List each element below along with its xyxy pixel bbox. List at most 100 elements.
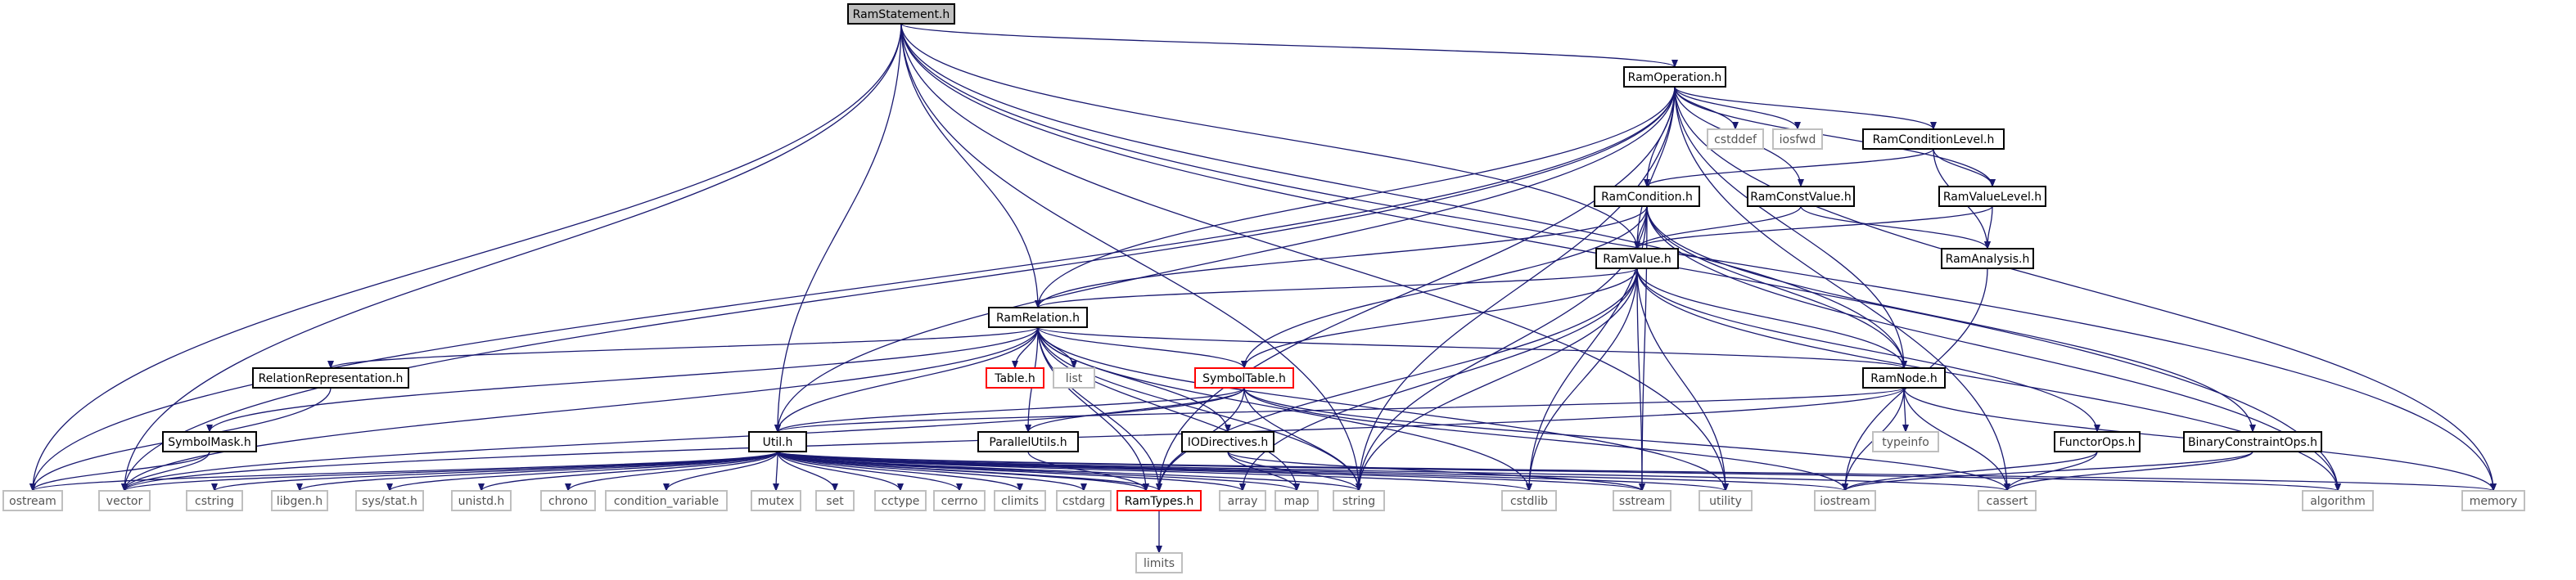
node-climits: climits: [994, 490, 1046, 511]
node-sstream: sstream: [1613, 490, 1671, 511]
node-box: [1053, 367, 1095, 389]
node-ramanalysis-h[interactable]: RamAnalysis.h: [1941, 248, 2034, 269]
node-label: cstring: [195, 495, 234, 508]
node-ramnode-h[interactable]: RamNode.h: [1862, 367, 1946, 389]
edge-RamValueLevel_h-to-RamAnalysis_h: [1984, 205, 1993, 250]
edge-SymbolTable_h-to-ParallelUtils_h: [1025, 387, 1245, 433]
node-label: RamCondition.h: [1601, 191, 1693, 204]
node-label: ParallelUtils.h: [989, 436, 1067, 449]
edge-Util_h-to-cstring: [211, 451, 778, 492]
edge-RamValue_h-to-RamRelation_h: [1035, 268, 1638, 308]
node-box: [2054, 431, 2141, 452]
edge-Util_h-to-cctype: [777, 451, 904, 492]
node-label: map: [1283, 495, 1309, 508]
node-relationrepresentation-h[interactable]: RelationRepresentation.h: [252, 367, 409, 389]
edge-Util_h-to-condition_variable: [663, 451, 778, 492]
node-label: typeinfo: [1882, 436, 1929, 449]
node-mutex: mutex: [751, 490, 801, 511]
node-label: iosfwd: [1780, 133, 1816, 146]
node-label: list: [1066, 372, 1083, 385]
node-box: [252, 367, 409, 389]
node-unistd-h: unistd.h: [451, 490, 512, 511]
edge-Util_h-to-sys_stat_h: [386, 451, 778, 492]
node-box: [2302, 490, 2374, 511]
edge-RamRelation_h-to-SymbolMask_h: [206, 326, 1039, 433]
node-array: array: [1219, 490, 1266, 511]
edge-RamOperation_h-to-ostream: [29, 86, 1676, 492]
edge-RamValue_h-to-array: [1239, 268, 1638, 492]
node-ramrelation-h[interactable]: RamRelation.h: [988, 307, 1088, 328]
node-box: [451, 490, 512, 511]
node-label: limits: [1144, 557, 1175, 570]
node-box: [2183, 431, 2322, 452]
node-binaryconstraintops-h[interactable]: BinaryConstraintOps.h: [2183, 431, 2322, 452]
node-box: [1941, 248, 2034, 269]
node-label: algorithm: [2310, 495, 2366, 508]
node-util-h[interactable]: Util.h: [748, 431, 807, 452]
node-ramstatement-h[interactable]: RamStatement.h: [847, 3, 955, 25]
node-cctype: cctype: [874, 490, 927, 511]
node-label: RamValueLevel.h: [1943, 191, 2041, 204]
node-label: SymbolTable.h: [1202, 372, 1286, 385]
node-label: RamConstValue.h: [1750, 191, 1851, 204]
node-functorops-h[interactable]: FunctorOps.h: [2054, 431, 2141, 452]
node-box: [1938, 186, 2046, 207]
node-box: [847, 3, 955, 25]
node-box: [605, 490, 728, 511]
node-box: [1772, 128, 1823, 150]
node-sys-stat-h: sys/stat.h: [355, 490, 424, 511]
node-box: [977, 431, 1079, 452]
edge-BinaryConstraintOps_h-to-iostream: [1842, 451, 2253, 492]
node-ramtypes-h[interactable]: RamTypes.h: [1117, 490, 1202, 511]
edge-RamOperation_h-to-cassert: [1674, 86, 2010, 492]
node-label: iostream: [1820, 495, 1870, 508]
node-iodirectives-h[interactable]: IODirectives.h: [1181, 431, 1274, 452]
node-ostream: ostream: [2, 490, 63, 511]
node-ramcondition-h[interactable]: RamCondition.h: [1594, 186, 1700, 207]
node-label: SymbolMask.h: [168, 436, 251, 449]
node-ramconstvalue-h[interactable]: RamConstValue.h: [1747, 186, 1855, 207]
edge-RamRelation_h-to-SymbolTable_h: [1037, 326, 1247, 369]
node-label: Table.h: [994, 372, 1035, 385]
node-label: FunctorOps.h: [2059, 436, 2135, 449]
node-ramvaluelevel-h[interactable]: RamValueLevel.h: [1938, 186, 2046, 207]
node-string: string: [1333, 490, 1385, 511]
node-cassert: cassert: [1978, 490, 2037, 511]
node-cstdlib: cstdlib: [1501, 490, 1557, 511]
node-parallelutils-h[interactable]: ParallelUtils.h: [977, 431, 1079, 452]
edge-Util_h-to-libgen_h: [296, 451, 778, 492]
edge-RamRelation_h-to-map: [1037, 326, 1300, 492]
node-box: [1872, 431, 1939, 452]
edge-RamValue_h-to-string: [1356, 268, 1638, 492]
node-box: [986, 367, 1044, 389]
node-label: RamConditionLevel.h: [1873, 133, 1995, 146]
edge-RamValueLevel_h-to-RamValue_h: [1634, 205, 1993, 250]
edge-RamStatement_h-to-vector: [121, 23, 902, 492]
edge-RamOperation_h-to-Util_h: [774, 86, 1676, 433]
edge-RamValue_h-to-algorithm: [1636, 268, 2341, 492]
node-label: libgen.h: [277, 495, 323, 508]
node-iosfwd: iosfwd: [1772, 128, 1823, 150]
node-box: [874, 490, 927, 511]
edge-Util_h-to-cstdarg: [777, 451, 1087, 492]
node-box: [815, 490, 855, 511]
node-symbolmask-h[interactable]: SymbolMask.h: [162, 431, 257, 452]
edge-RamConstValue_h-to-RamAnalysis_h: [1800, 205, 1991, 250]
edge-RamStatement_h-to-RamRelation_h: [900, 23, 1041, 308]
edge-ParallelUtils_h-to-atomic: [1027, 451, 1149, 492]
edge-Util_h-to-memory: [777, 451, 2497, 492]
edge-RamConditionLevel_h-to-RamCondition_h: [1644, 148, 1934, 187]
edge-RamNode_h-to-cassert: [1903, 387, 2010, 492]
node-ramconditionlevel-h[interactable]: RamConditionLevel.h: [1862, 128, 2005, 150]
node-label: RamNode.h: [1870, 372, 1938, 385]
node-symboltable-h[interactable]: SymbolTable.h: [1194, 367, 1294, 389]
node-table-h[interactable]: Table.h: [986, 367, 1044, 389]
node-ramoperation-h[interactable]: RamOperation.h: [1623, 66, 1726, 88]
node-label: mutex: [758, 495, 795, 508]
node-chrono: chrono: [540, 490, 596, 511]
edge-RamValue_h-to-SymbolTable_h: [1241, 268, 1638, 369]
node-cerrno: cerrno: [933, 490, 986, 511]
edge-RamOperation_h-to-RamRelation_h: [1035, 86, 1676, 308]
node-box: [1623, 66, 1726, 88]
node-ramvalue-h[interactable]: RamValue.h: [1595, 248, 1679, 269]
